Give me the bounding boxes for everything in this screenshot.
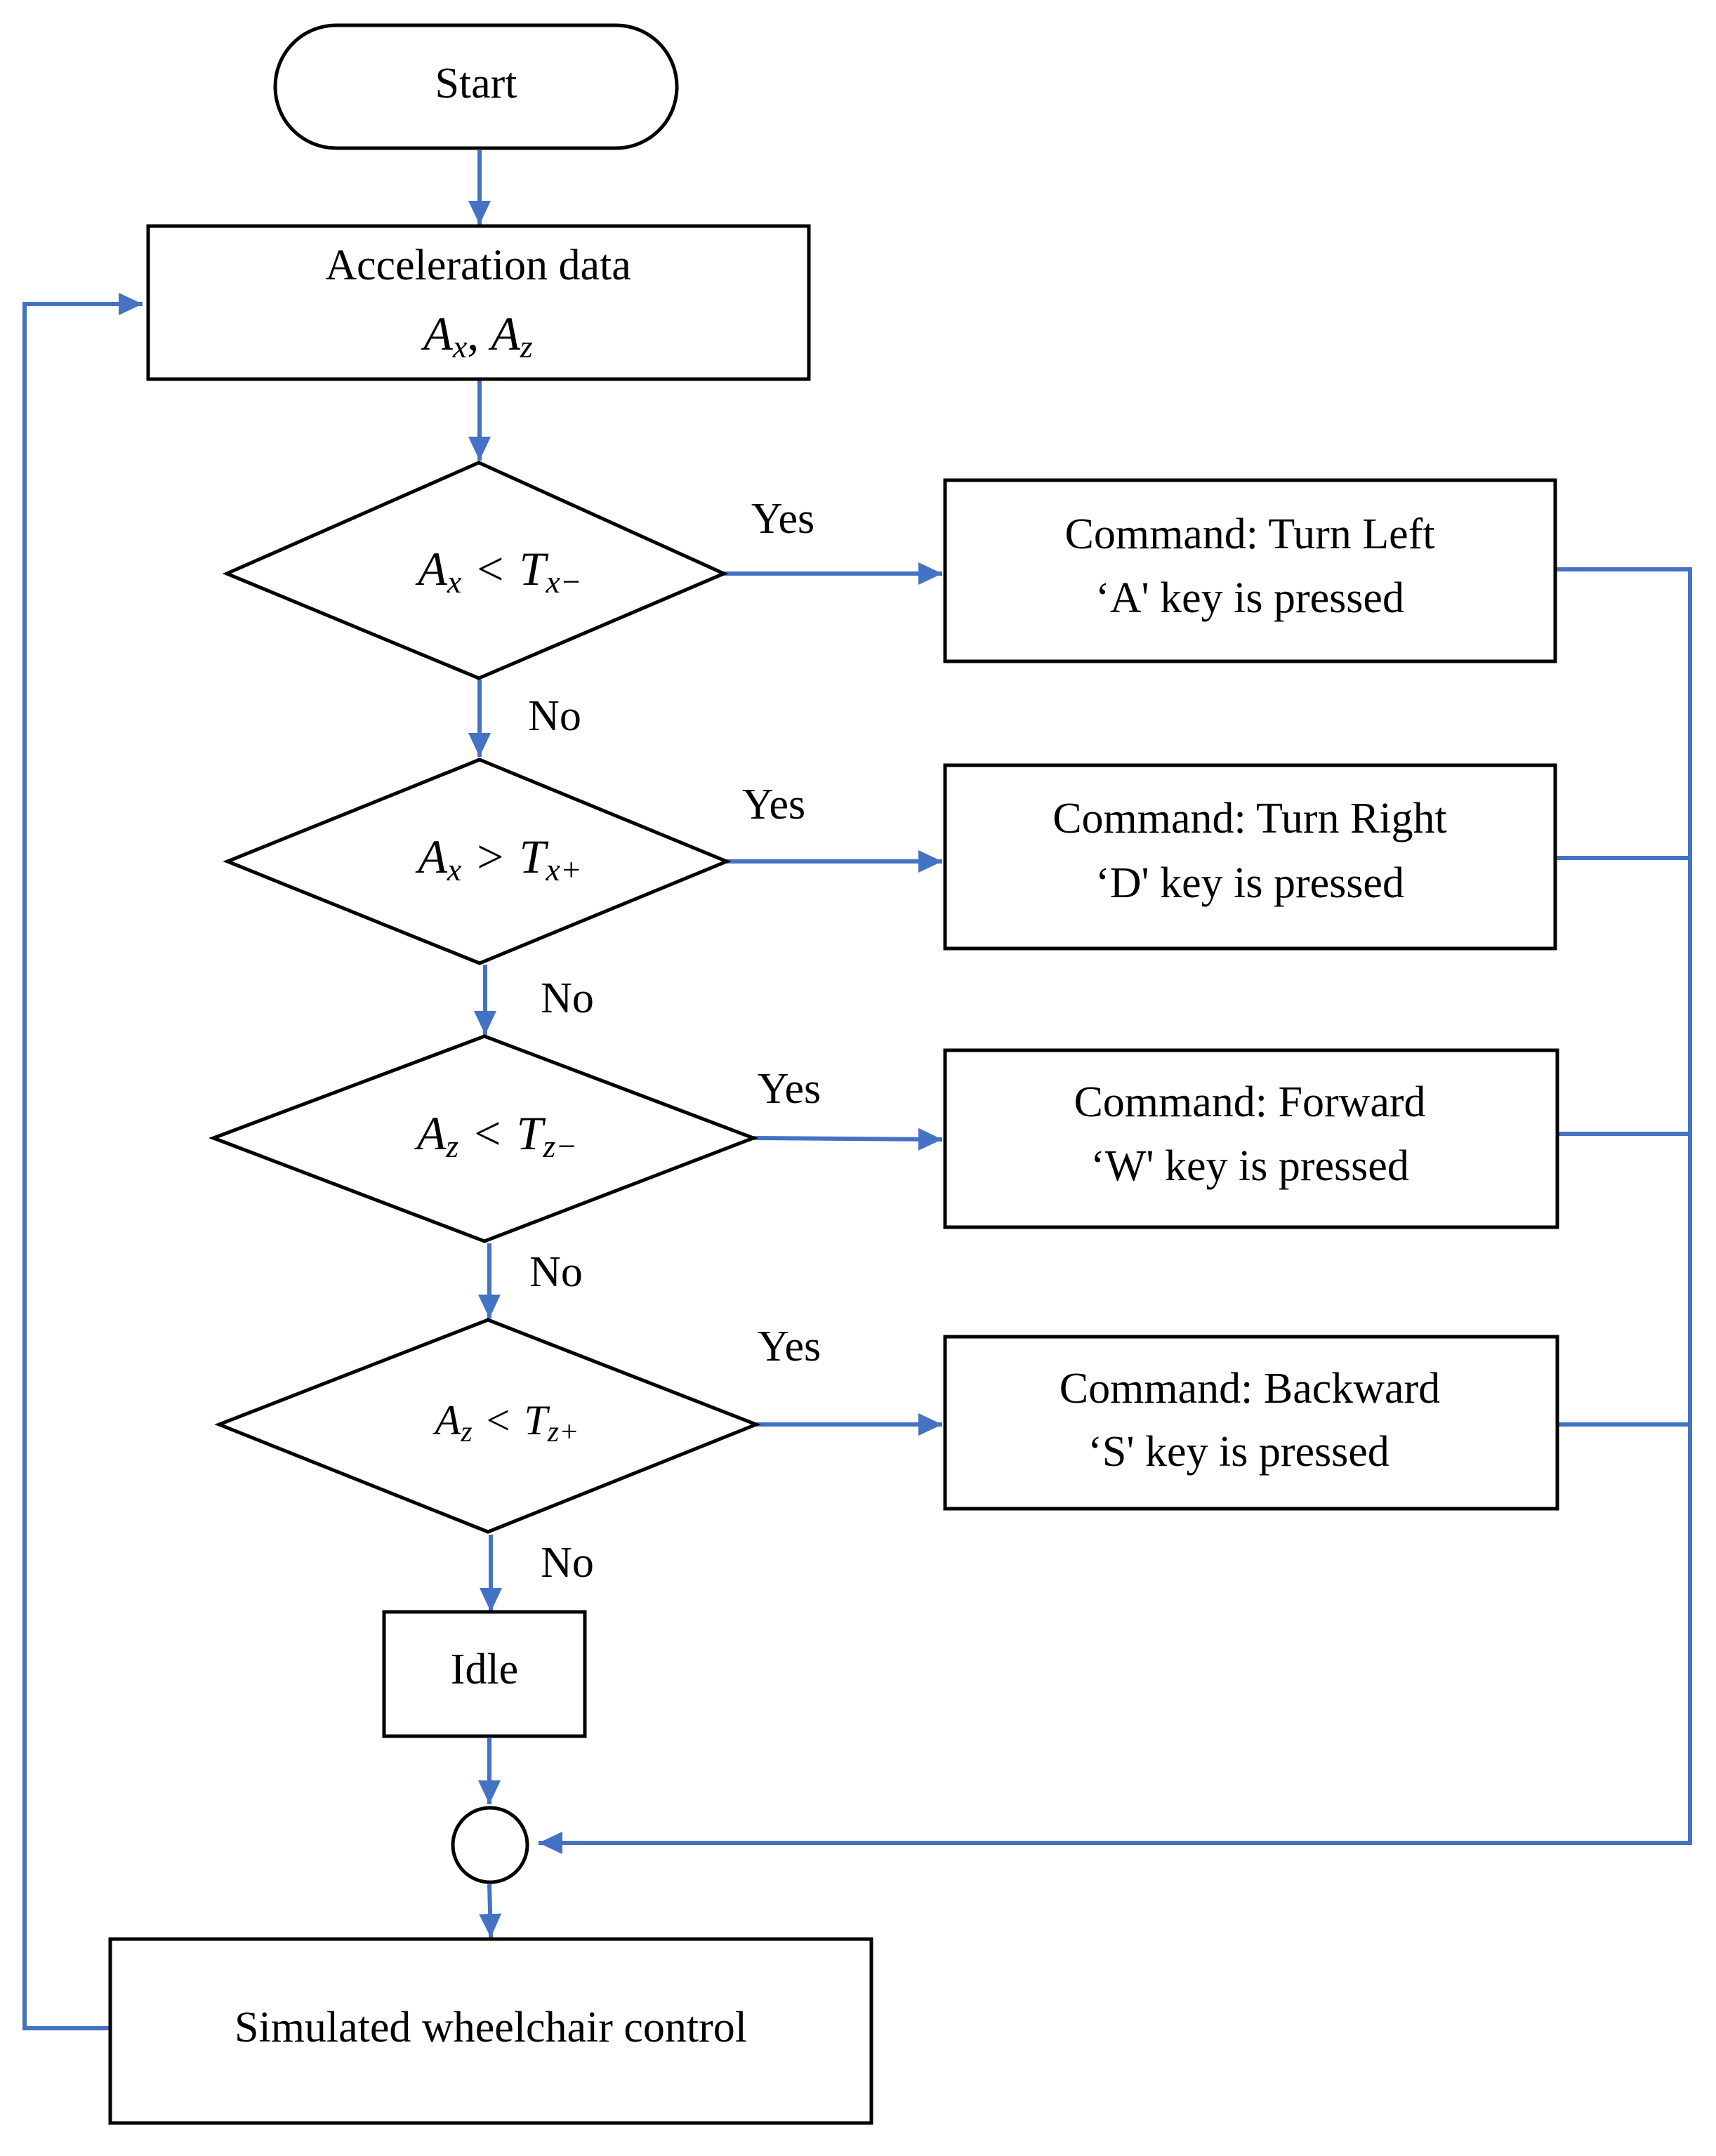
simulated-control-label: Simulated wheelchair control — [235, 2004, 747, 2051]
loop-back-line — [22, 293, 143, 2030]
command-key-turn-right: ‘D' key is pressed — [1095, 859, 1404, 907]
decision-diamond-1 — [222, 461, 729, 680]
command-key-turn-left: ‘A' key is pressed — [1095, 574, 1404, 622]
no-label-3: No — [529, 1248, 583, 1296]
command-key-forward: ‘W' key is pressed — [1090, 1142, 1409, 1190]
idle-box — [382, 1610, 587, 1738]
command-box-turn-right — [943, 763, 1557, 951]
command-key-backward: ‘S' key is pressed — [1088, 1428, 1390, 1476]
yes-label-2: Yes — [742, 781, 805, 828]
decision-condition-2: Ax>Tx+ — [415, 830, 582, 887]
acceleration-data-label: Acceleration data — [325, 242, 631, 289]
command-label-forward: Command: Forward — [1074, 1078, 1425, 1126]
yes-label-4: Yes — [758, 1323, 821, 1370]
arrow-yes-3 — [753, 1127, 943, 1151]
yes-label-3: Yes — [758, 1065, 821, 1113]
return-bus — [539, 567, 1692, 1854]
merge-junction — [451, 1806, 529, 1884]
connectors — [22, 150, 1692, 2030]
yes-label-1: Yes — [751, 495, 814, 543]
acceleration-data-box — [146, 224, 811, 381]
command-label-turn-left: Command: Turn Left — [1064, 510, 1434, 558]
arrow-junction-to-simulated — [479, 1884, 502, 1938]
command-label-turn-right: Command: Turn Right — [1052, 795, 1447, 842]
start-label: Start — [435, 60, 517, 107]
acceleration-vars: Ax, Az — [421, 307, 533, 364]
command-box-turn-left — [943, 478, 1557, 663]
decision-diamond-2 — [223, 758, 732, 965]
decision-condition-1: Ax<Tx− — [415, 542, 582, 600]
command-label-backward: Command: Backward — [1060, 1365, 1440, 1413]
decision-diamond-3 — [208, 1034, 759, 1243]
start-terminal — [273, 23, 679, 150]
no-label-1: No — [528, 692, 581, 740]
command-box-backward — [943, 1335, 1559, 1511]
no-label-4: No — [541, 1539, 594, 1587]
decision-condition-4: Az<Tz+ — [433, 1397, 579, 1448]
no-label-2: No — [541, 974, 594, 1022]
command-box-forward — [943, 1048, 1559, 1229]
decision-condition-3: Az<Tz− — [414, 1106, 578, 1164]
decision-diamond-4 — [214, 1318, 761, 1534]
idle-label: Idle — [451, 1646, 518, 1693]
simulated-control-box — [108, 1937, 873, 2125]
